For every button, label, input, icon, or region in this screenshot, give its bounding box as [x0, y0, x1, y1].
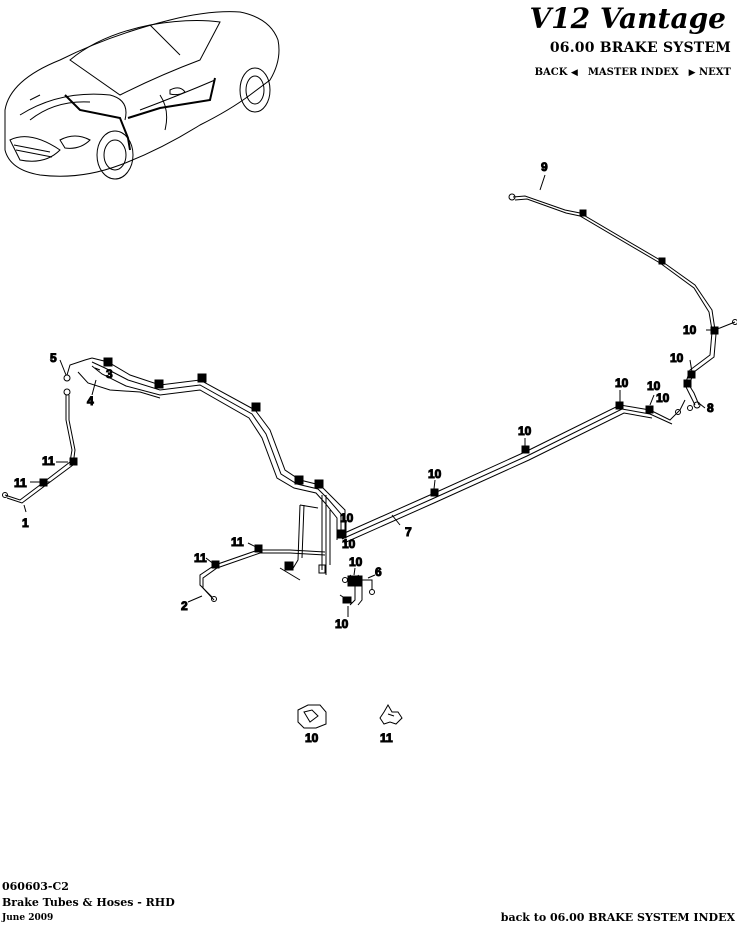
brake-tube-4 — [91, 357, 346, 535]
clip-icon — [297, 704, 327, 729]
callout-8: 8 — [707, 401, 714, 415]
callout-10-e: 10 — [518, 424, 532, 438]
next-link[interactable]: ▶ NEXT — [689, 67, 731, 78]
clip-icon — [314, 479, 324, 489]
clip-icon — [154, 379, 164, 389]
drawing-date: June 2009 — [2, 913, 54, 923]
clip-icon — [347, 575, 363, 587]
brake-tube-7 — [339, 399, 686, 536]
callout-11-c: 11 — [194, 551, 207, 565]
arrow-left-icon: ◀ — [570, 68, 578, 78]
callout-10-g: 10 — [340, 511, 354, 525]
clip-icon — [710, 326, 719, 335]
callout-10-k: 10 — [342, 537, 356, 551]
callout-11-e: 11 — [380, 731, 393, 745]
callout-11-b: 11 — [42, 454, 55, 468]
back-label: BACK — [534, 67, 568, 78]
clip-icon — [284, 561, 294, 571]
drawing-title: Brake Tubes & Hoses - RHD — [2, 896, 175, 909]
clip-icon — [683, 379, 692, 388]
master-index-link[interactable]: MASTER INDEX — [587, 67, 679, 78]
callout-3: 3 — [106, 367, 113, 381]
callout-10-a: 10 — [683, 323, 697, 337]
callout-10-l: 10 — [656, 391, 670, 405]
callout-6: 6 — [375, 565, 382, 579]
clip-icon — [337, 529, 347, 539]
clip-icon — [687, 370, 696, 379]
clip-icon — [430, 488, 439, 497]
callout-10-f: 10 — [428, 467, 442, 481]
arrow-right-icon: ▶ — [688, 68, 696, 78]
callout-10-h: 10 — [349, 555, 363, 569]
brake-tubes-diagram: 1 2 3 4 5 6 7 8 9 10 10 10 10 10 10 10 1… — [2, 160, 737, 746]
navigation-bar: BACK ◀ MASTER INDEX ▶ NEXT — [535, 67, 731, 78]
clip-icon — [211, 560, 220, 569]
callout-4: 4 — [87, 394, 94, 408]
callout-10-j: 10 — [305, 731, 319, 745]
clip-icon — [645, 405, 654, 414]
callout-1: 1 — [22, 516, 29, 530]
clip-icon — [579, 209, 587, 217]
callout-2: 2 — [181, 599, 188, 613]
callout-10-b: 10 — [670, 351, 684, 365]
clip-icon — [294, 475, 304, 485]
callout-10-i: 10 — [335, 617, 349, 631]
clip-icon — [251, 402, 261, 412]
back-to-index-link[interactable]: back to 06.00 BRAKE SYSTEM INDEX — [500, 911, 735, 924]
callout-7: 7 — [405, 525, 412, 539]
callout-10-c: 10 — [615, 376, 629, 390]
section-title: 06.00 BRAKE SYSTEM — [549, 40, 731, 56]
clip-icon — [658, 257, 666, 265]
callout-9: 9 — [541, 160, 548, 174]
callout-10-d: 10 — [647, 379, 661, 393]
next-label: NEXT — [699, 67, 731, 78]
clip-icon — [197, 373, 207, 383]
drawing-code: 060603-C2 — [2, 880, 69, 893]
bracket-icon — [379, 703, 403, 725]
back-link[interactable]: BACK ◀ — [535, 67, 578, 78]
clip-icon — [69, 457, 78, 466]
brand-logo: V12 Vantage — [529, 2, 726, 35]
callout-5: 5 — [50, 351, 57, 365]
brake-tube-9 — [512, 195, 716, 331]
callout-11-d: 11 — [231, 535, 244, 549]
clip-icon — [103, 357, 113, 367]
clip-icon — [254, 544, 263, 553]
clip-icon — [521, 445, 530, 454]
brand-logo-text: V12 Vantage — [529, 2, 726, 35]
clip-icon — [615, 401, 624, 410]
callout-11-a: 11 — [14, 476, 27, 490]
brake-tube-2 — [199, 549, 326, 598]
car-illustration-icon — [4, 11, 280, 180]
